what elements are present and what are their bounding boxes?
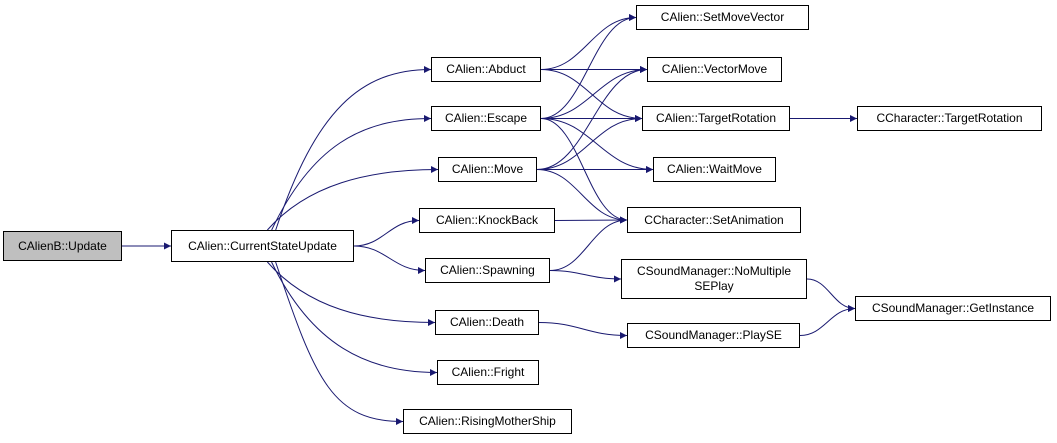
call-edge-abduct-to-targetrotation <box>540 69 643 122</box>
call-edge-move-to-vectormove <box>536 66 648 170</box>
call-edge-playse-to-getinstance <box>799 305 856 336</box>
call-edge-move-to-targetrotation <box>536 115 643 170</box>
node-spawning[interactable]: CAlien::Spawning <box>425 258 550 283</box>
call-edge-escape-to-vectormove <box>540 66 648 119</box>
node-setanimation[interactable]: CCharacter::SetAnimation <box>627 207 801 233</box>
node-death[interactable]: CAlien::Death <box>435 310 539 335</box>
call-edge-death-to-playse <box>538 322 628 339</box>
node-targetrotation[interactable]: CAlien::TargetRotation <box>642 106 790 131</box>
call-edge-currentstateupdate-to-fright <box>271 261 438 376</box>
node-knockback[interactable]: CAlien::KnockBack <box>419 208 555 233</box>
node-move[interactable]: CAlien::Move <box>438 157 537 182</box>
node-getinstance[interactable]: CSoundManager::GetInstance <box>855 296 1051 321</box>
call-edge-escape-to-waitmove <box>540 118 654 173</box>
node-risingmothership[interactable]: CAlien::RisingMotherShip <box>403 409 572 434</box>
node-char-targetrotation[interactable]: CCharacter::TargetRotation <box>857 106 1042 131</box>
call-edge-move-to-setanimation <box>536 169 628 224</box>
call-edge-abduct-to-setmovevector <box>540 14 637 70</box>
call-edge-currentstateupdate-to-move <box>267 166 439 231</box>
call-edge-currentstateupdate-to-death <box>267 261 436 326</box>
call-edge-spawning-to-setanimation <box>549 216 628 271</box>
node-currentstateupdate[interactable]: CAlien::CurrentStateUpdate <box>171 230 354 262</box>
call-edge-currentstateupdate-to-abduct <box>275 66 432 231</box>
call-edge-knockback-to-setanimation <box>554 216 628 224</box>
call-edge-currentstateupdate-to-spawning <box>353 245 426 274</box>
node-alienb-update: CAlienB::Update <box>3 231 122 261</box>
node-playse[interactable]: CSoundManager::PlaySE <box>627 323 800 348</box>
node-abduct[interactable]: CAlien::Abduct <box>431 57 541 82</box>
node-vectormove[interactable]: CAlien::VectorMove <box>647 57 782 82</box>
node-nomultiple[interactable]: CSoundManager::NoMultiple SEPlay <box>621 259 807 299</box>
node-setmovevector[interactable]: CAlien::SetMoveVector <box>636 5 809 30</box>
node-waitmove[interactable]: CAlien::WaitMove <box>653 157 776 182</box>
call-edge-currentstateupdate-to-risingmothership <box>275 261 404 425</box>
call-edges <box>121 14 857 425</box>
node-fright[interactable]: CAlien::Fright <box>437 360 539 385</box>
call-edge-currentstateupdate-to-escape <box>271 115 432 231</box>
call-edge-escape-to-setmovevector <box>540 14 637 119</box>
call-edge-spawning-to-nomultiple <box>549 270 622 283</box>
call-edge-currentstateupdate-to-knockback <box>353 217 420 247</box>
node-escape[interactable]: CAlien::Escape <box>431 106 541 131</box>
call-edge-nomultiple-to-getinstance <box>806 278 856 312</box>
